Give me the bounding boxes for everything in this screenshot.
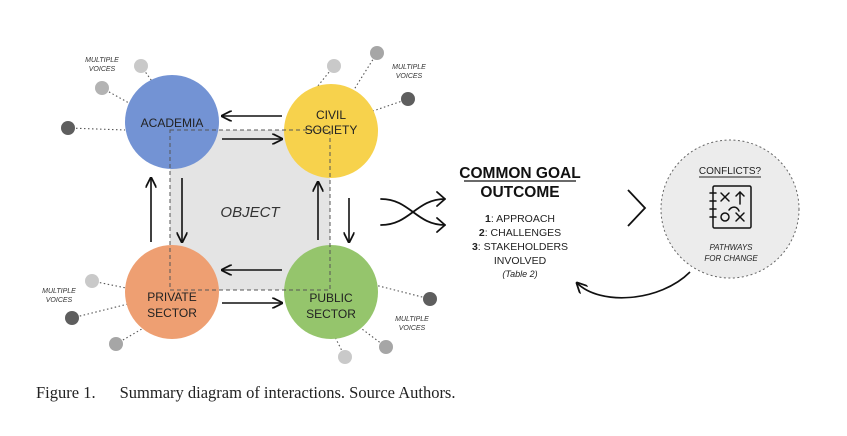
outcome-title: OUTCOME <box>480 184 559 201</box>
conflicts-title: CONFLICTS? <box>699 166 762 177</box>
strategy-notebook-icon <box>709 185 752 229</box>
chevron-right-icon <box>627 189 647 227</box>
voices-label-academia-1: MULTIPLE <box>85 57 119 64</box>
list-item-approach: 1: APPROACH <box>485 213 555 225</box>
voice-dots <box>61 46 437 364</box>
academia-circle <box>125 75 219 169</box>
feedback-arrow <box>577 271 691 299</box>
voices-label-civil-1: MULTIPLE <box>392 64 426 71</box>
pathways-label-1: PATHWAYS <box>710 243 754 252</box>
voices-label-private-1: MULTIPLE <box>42 288 76 295</box>
public-sector-label-1: PUBLIC <box>309 291 353 305</box>
academia-label: ACADEMIA <box>141 116 204 130</box>
shuffle-arrows-icon <box>380 191 446 233</box>
table-reference: (Table 2) <box>502 269 537 279</box>
private-sector-label-1: PRIVATE <box>147 290 197 304</box>
voices-label-civil-2: VOICES <box>396 73 423 80</box>
list-item-challenges: 2: CHALLENGES <box>479 227 561 239</box>
object-box-outline <box>169 129 331 291</box>
list-item-involved: INVOLVED <box>494 255 547 267</box>
voice-spokes <box>67 52 431 358</box>
private-sector-circle <box>125 245 219 339</box>
private-sector-label-2: SECTOR <box>147 306 197 320</box>
list-item-stakeholders: 3: STAKEHOLDERS <box>472 241 568 253</box>
civil-society-label-1: CIVIL <box>316 108 346 122</box>
public-sector-label-2: SECTOR <box>306 307 356 321</box>
interaction-arrows <box>151 116 349 303</box>
figure-caption-label: Figure 1. <box>36 383 96 402</box>
figure-caption: Figure 1. Summary diagram of interactions… <box>36 383 455 403</box>
object-label: OBJECT <box>220 204 281 221</box>
public-sector-circle <box>284 245 378 339</box>
voices-label-private-2: VOICES <box>46 297 73 304</box>
common-goal-title: COMMON GOAL <box>459 165 580 182</box>
voices-label-public-1: MULTIPLE <box>395 316 429 323</box>
voices-label-academia-2: VOICES <box>89 66 116 73</box>
civil-society-label-2: SOCIETY <box>305 123 358 137</box>
voices-label-public-2: VOICES <box>399 325 426 332</box>
figure-caption-text: Summary diagram of interactions. Source … <box>119 383 456 402</box>
civil-society-circle <box>284 84 378 178</box>
pathways-label-2: FOR CHANGE <box>704 254 758 263</box>
